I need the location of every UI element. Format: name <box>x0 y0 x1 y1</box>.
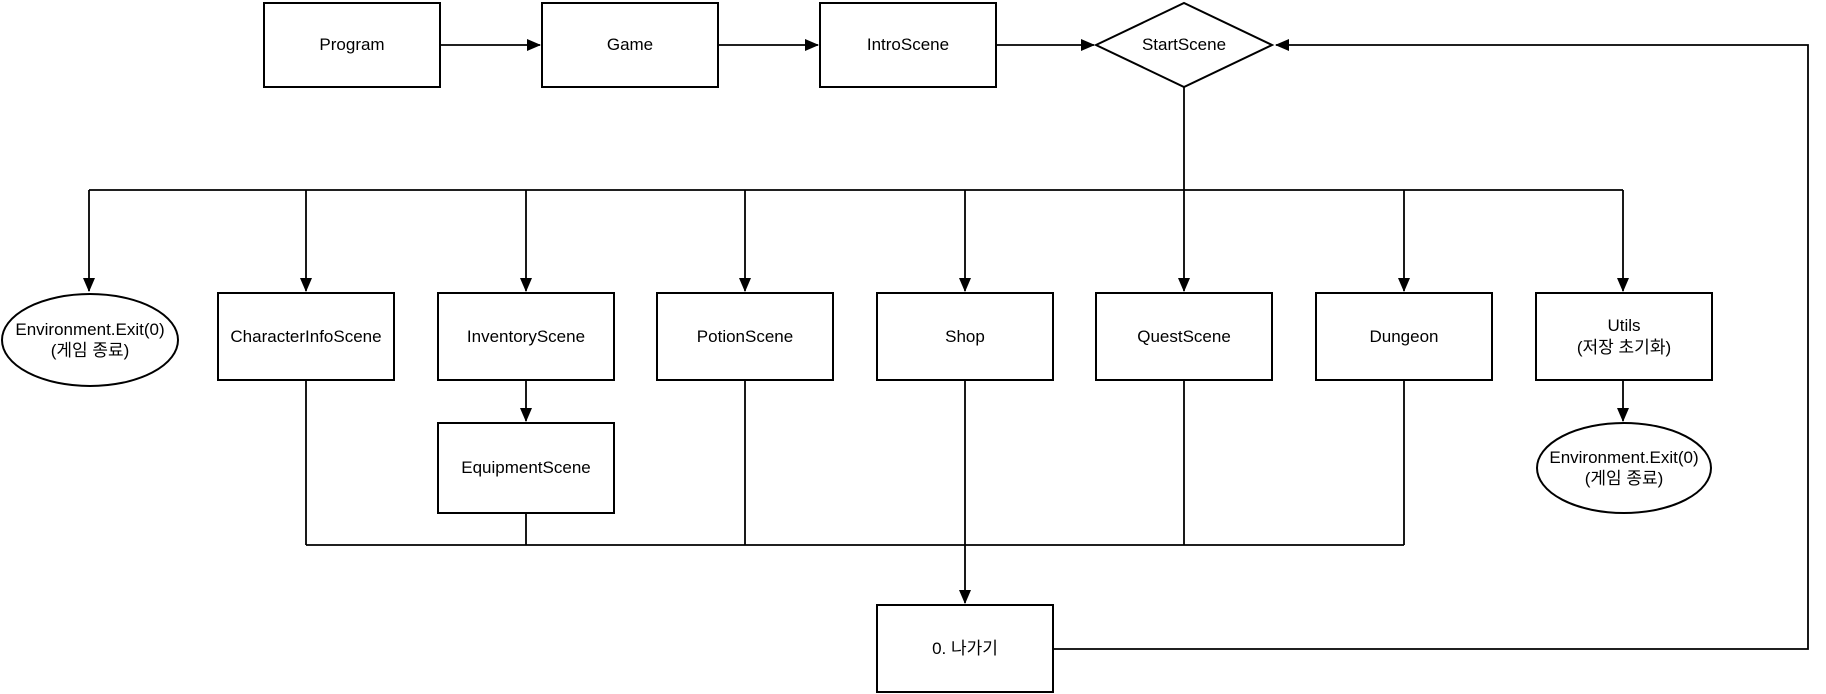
game-node-shape <box>541 2 719 88</box>
exit-left-ellipse-shape <box>1 293 179 387</box>
shop-node-shape <box>876 292 1054 381</box>
edge-exitmenu-startscene-loop <box>1053 39 1809 650</box>
startscene-diamond-shape <box>1093 1 1275 89</box>
introscene-node-shape <box>819 2 997 88</box>
exit-right-ellipse-shape <box>1536 422 1712 514</box>
program-node-shape <box>263 2 441 88</box>
exitmenu-node-shape <box>876 604 1054 693</box>
equipmentscene-node-shape <box>437 422 615 514</box>
utils-node-shape <box>1535 292 1713 381</box>
characterinfoscene-node-shape <box>217 292 395 381</box>
inventoryscene-node-shape <box>437 292 615 381</box>
potionscene-node-shape <box>656 292 834 381</box>
dungeon-node-shape <box>1315 292 1493 381</box>
questscene-node-shape <box>1095 292 1273 381</box>
